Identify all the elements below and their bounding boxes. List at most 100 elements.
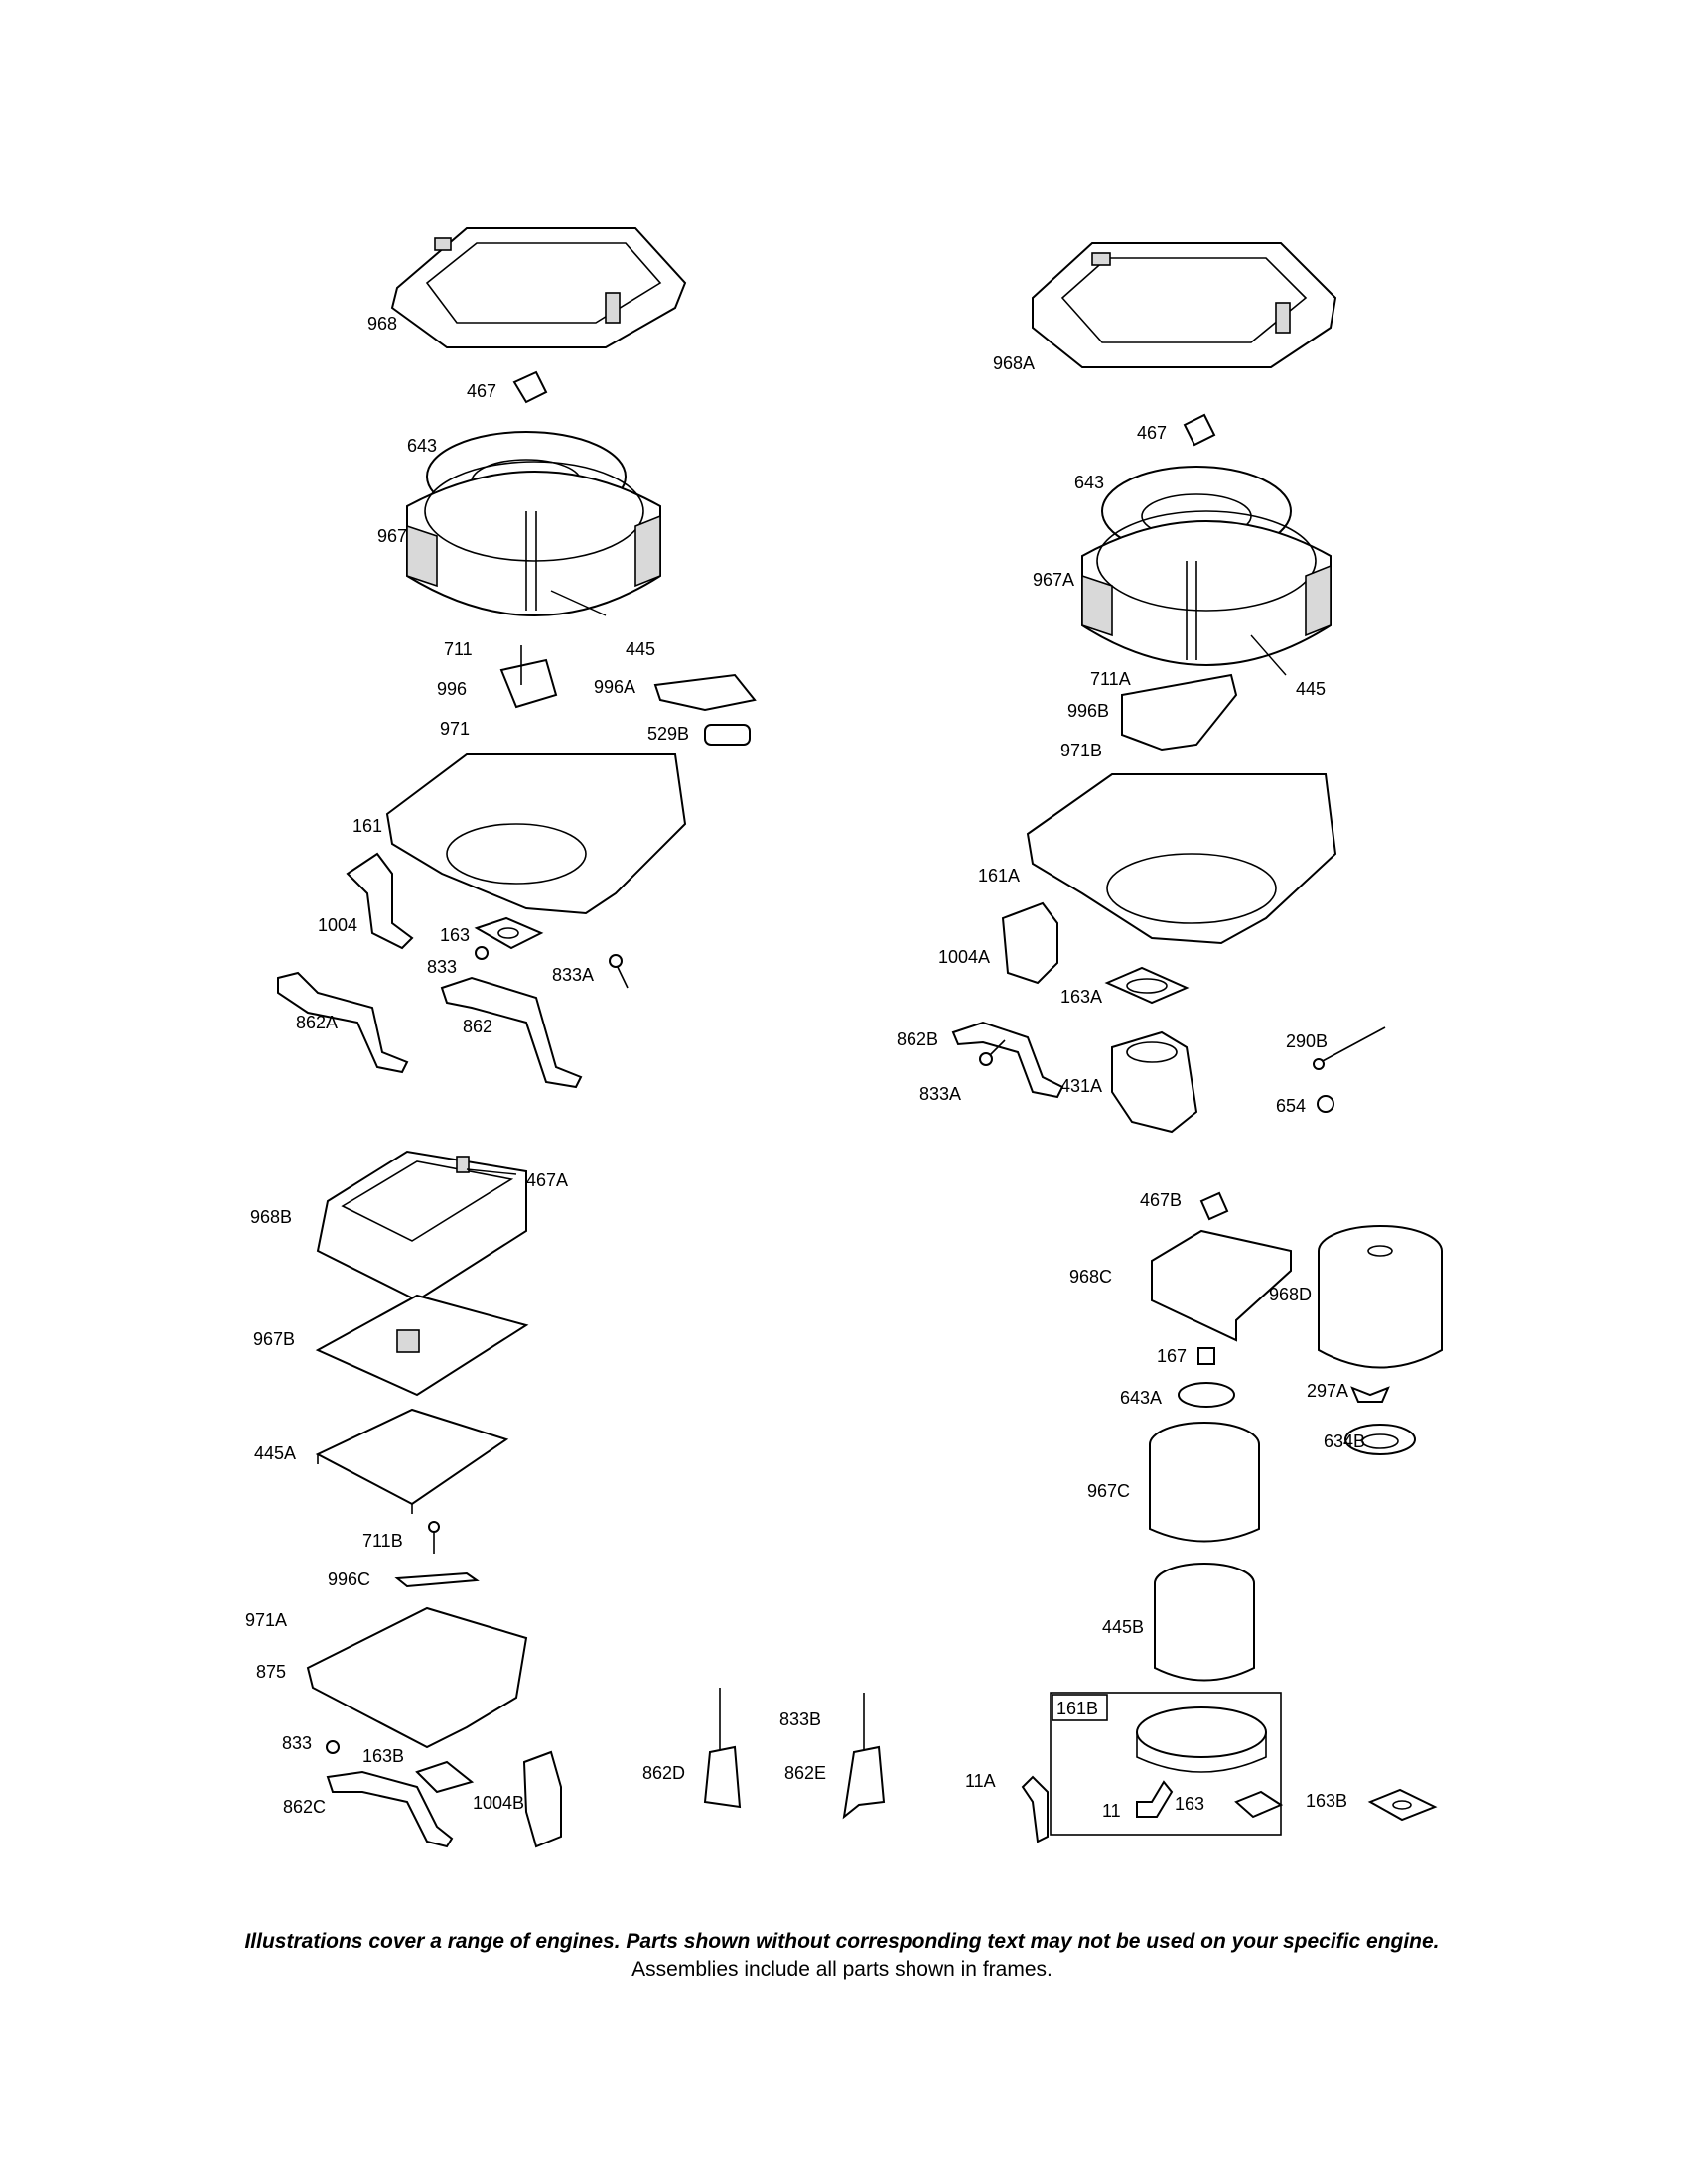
screw-833-bottom (326, 1740, 340, 1754)
leader-lines (466, 590, 1287, 1175)
cover-968A (1032, 242, 1337, 368)
cover-968 (390, 227, 687, 348)
label-445B: 445B (1102, 1617, 1144, 1637)
label-862A: 862A (296, 1013, 338, 1032)
label-467A: 467A (526, 1170, 568, 1190)
knob-467-right (1183, 413, 1216, 447)
label-1004: 1004 (318, 915, 357, 935)
label-467-right: 467 (1137, 423, 1167, 443)
base-875 (306, 1606, 528, 1749)
label-967A: 967A (1033, 570, 1074, 590)
elbow-1004 (346, 852, 414, 950)
base-161 (385, 753, 687, 915)
label-467: 467 (467, 381, 496, 401)
nut-654 (1317, 1095, 1334, 1113)
filter-967 (406, 461, 661, 616)
hose-11A (1021, 1775, 1049, 1843)
filter-967C (1149, 1422, 1260, 1543)
bracket-862D (703, 1688, 742, 1809)
label-163A: 163A (1060, 987, 1102, 1007)
label-833A: 833A (552, 965, 594, 985)
label-967: 967 (377, 526, 407, 546)
label-161A: 161A (978, 866, 1020, 886)
label-163B: 163B (362, 1746, 404, 1766)
bracket-862E (842, 1693, 886, 1820)
label-996C: 996C (328, 1570, 370, 1589)
bar-996C (394, 1571, 480, 1588)
filter-445B (1154, 1563, 1255, 1682)
label-968A: 968A (993, 353, 1035, 373)
nut-167 (1197, 1347, 1215, 1365)
gasket-163 (474, 916, 544, 950)
label-297A: 297A (1307, 1381, 1348, 1401)
label-163B-right: 163B (1306, 1791, 1347, 1811)
bracket-996B (1121, 673, 1238, 751)
footer-caption: Illustrations cover a range of engines. … (0, 1930, 1684, 1981)
filter-445A (315, 1408, 509, 1514)
label-862: 862 (463, 1017, 492, 1036)
label-643: 643 (407, 436, 437, 456)
label-643-right: 643 (1074, 473, 1104, 492)
assemblies-note: Assemblies include all parts shown in fr… (632, 1958, 1052, 1980)
label-833: 833 (427, 957, 457, 977)
wingnut-297A (1350, 1386, 1390, 1403)
bolt-290B (1313, 1026, 1386, 1070)
screw-833 (475, 946, 489, 960)
cover-968B (316, 1150, 527, 1302)
screw-833A (609, 954, 629, 989)
label-862C: 862C (283, 1797, 326, 1817)
label-971B: 971B (1060, 741, 1102, 760)
label-968D: 968D (1269, 1285, 1312, 1304)
label-1004A: 1004A (938, 947, 990, 967)
label-431A: 431A (1060, 1076, 1102, 1096)
label-996A: 996A (594, 677, 635, 697)
label-711A: 711A (1090, 669, 1131, 689)
elbow-1004B (522, 1750, 562, 1848)
label-654: 654 (1276, 1096, 1306, 1116)
label-862D: 862D (642, 1763, 685, 1783)
label-445A: 445A (254, 1443, 296, 1463)
label-11: 11 (1102, 1801, 1121, 1821)
gasket-163B (415, 1760, 475, 1794)
label-634B: 634B (1324, 1432, 1365, 1451)
label-643A: 643A (1120, 1388, 1162, 1408)
filter-967B (315, 1294, 529, 1397)
label-996: 996 (437, 679, 467, 699)
label-971: 971 (440, 719, 470, 739)
label-711B: 711B (362, 1531, 403, 1551)
cup-634B (1344, 1424, 1416, 1455)
filter-967A (1081, 510, 1332, 666)
label-167: 167 (1157, 1346, 1187, 1366)
label-862B: 862B (897, 1029, 938, 1049)
label-968C: 968C (1069, 1267, 1112, 1287)
elbow-1004A (1001, 901, 1058, 985)
screw-711B (428, 1521, 440, 1554)
label-996B: 996B (1067, 701, 1109, 721)
label-862E: 862E (784, 1763, 826, 1783)
label-161: 161 (352, 816, 382, 836)
label-163-right: 163 (1175, 1794, 1204, 1814)
bracket-862B (951, 1021, 1064, 1099)
knob-467 (512, 370, 548, 404)
bracket-862C (326, 1770, 454, 1848)
cover-968C (1151, 1229, 1292, 1342)
clip-529B (704, 724, 751, 746)
label-161B: 161B (1056, 1699, 1098, 1718)
label-1004B: 1004B (473, 1793, 524, 1813)
label-833-bottom: 833 (282, 1733, 312, 1753)
label-833B: 833B (779, 1709, 821, 1729)
bracket-996 (499, 645, 558, 709)
label-290B: 290B (1286, 1031, 1328, 1051)
carb-431A (1111, 1030, 1198, 1134)
label-467B: 467B (1140, 1190, 1182, 1210)
screw-833A-right (979, 1039, 1006, 1066)
bracket-862A (277, 971, 409, 1074)
label-875: 875 (256, 1662, 286, 1682)
label-711: 711 (444, 639, 473, 659)
gasket-163A (1104, 966, 1190, 1005)
base-161A (1026, 773, 1337, 945)
washer-643A (1178, 1382, 1235, 1408)
label-971A: 971A (245, 1610, 287, 1630)
part-labels: 968 467 643 967 445 711 996 996A 971 529… (245, 314, 1365, 1821)
